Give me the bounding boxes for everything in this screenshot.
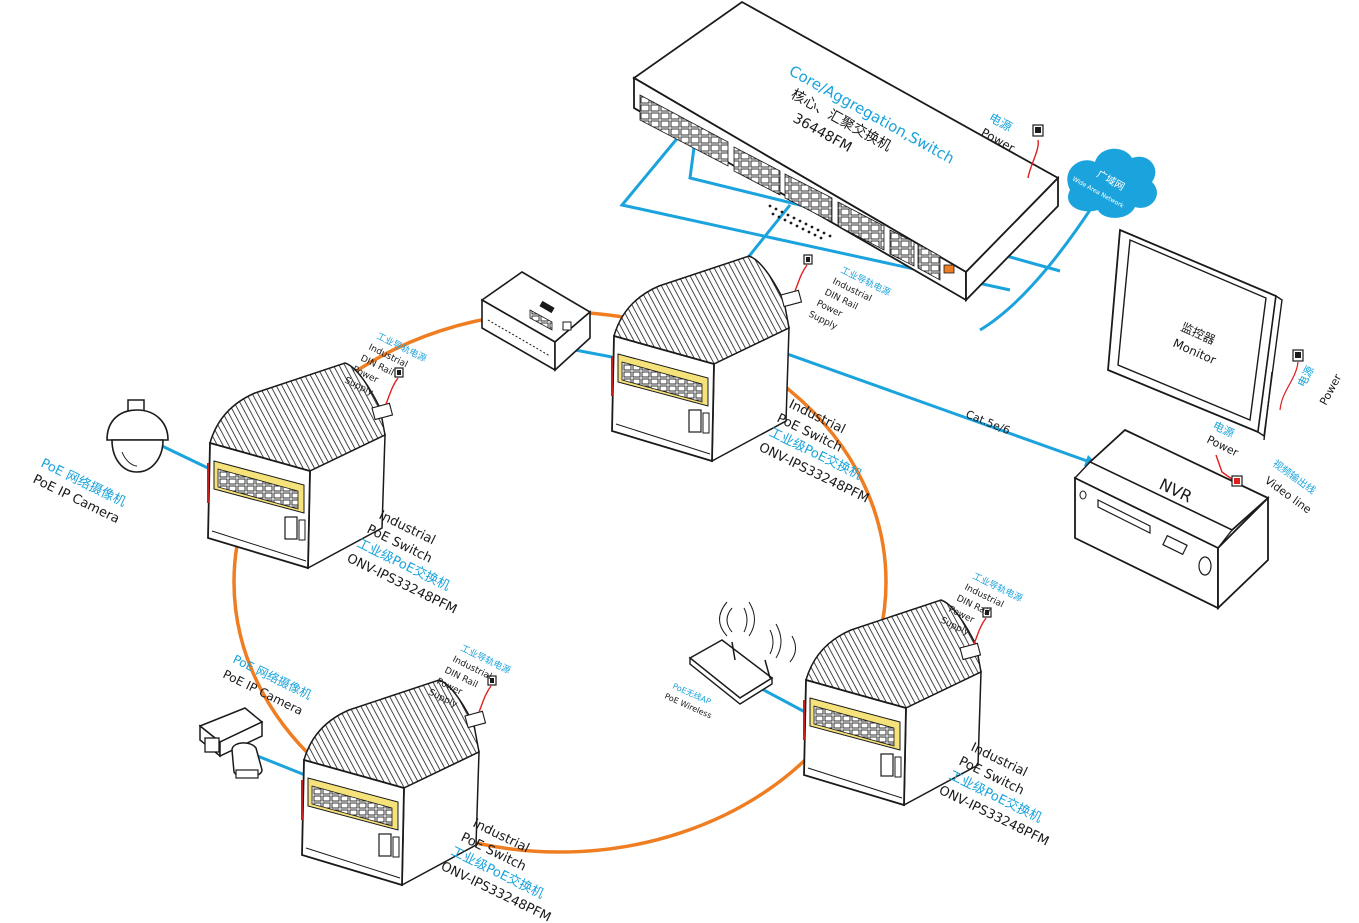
dome-camera (106, 399, 169, 473)
wireless-ap (688, 601, 796, 705)
core-switch-port-groups (639, 94, 955, 281)
monitor-power-cn: 电源 (1294, 363, 1317, 389)
nvr (1073, 428, 1270, 611)
industrial-switch-top (611, 255, 790, 462)
psu-top (780, 254, 813, 308)
cable-label: Cat.5e/6 (964, 408, 1012, 438)
nvr-power-en: Power (1205, 433, 1241, 459)
core-switch-vents (768, 204, 832, 240)
industrial-switch-left (207, 362, 386, 569)
ptz-camera (198, 707, 264, 779)
core-switch (632, 0, 1060, 303)
monitor (1107, 228, 1304, 441)
wan-cloud (1067, 148, 1157, 218)
core-switch-power-plug (1027, 124, 1044, 179)
plc-controller (480, 271, 592, 372)
monitor-power-en: Power (1317, 372, 1344, 408)
